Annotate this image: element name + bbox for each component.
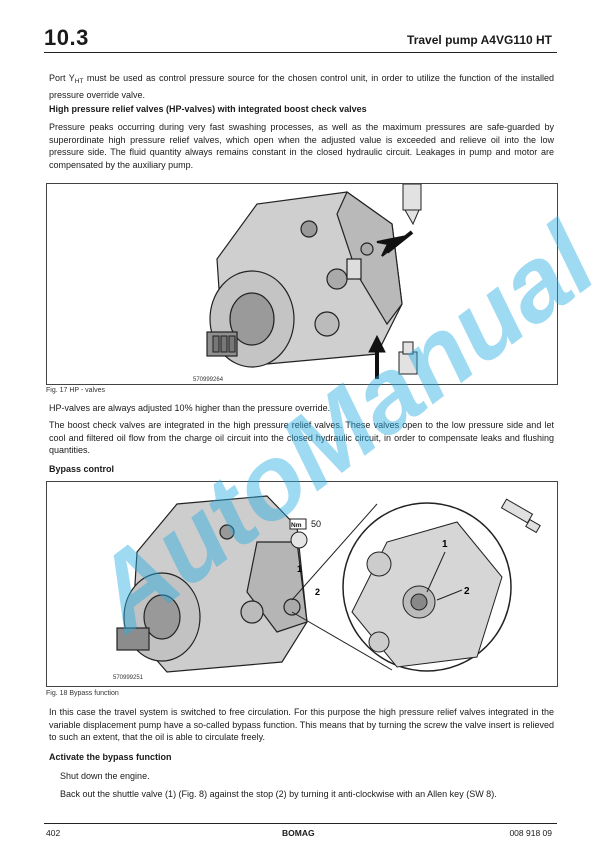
section-number: 10.3 [44,25,89,50]
detail-label-1: 1 [442,539,448,550]
pump-label-2: 2 [315,587,320,597]
footer-rule [44,823,557,824]
hp-note-2: The boost check valves are integrated in… [49,420,554,456]
figure-18-code: 570999251 [113,675,144,681]
header-rule [44,52,557,53]
hp-valves-heading: High pressure relief valves (HP-valves) … [49,104,367,114]
page-number: 402 [46,828,61,838]
activate-bypass-heading: Activate the bypass function [49,752,172,762]
torque-unit: Nm [291,522,302,529]
bypass-paragraph: In this case the travel system is switch… [49,707,554,743]
hp-note-1: HP-valves are always adjusted 10% higher… [49,403,331,413]
detail-label-2: 2 [464,586,470,597]
step-1: Shut down the engine. [60,771,150,781]
footer-brand: BOMAG [282,828,315,838]
step-2: Back out the shuttle valve (1) (Fig. 8) … [60,789,497,799]
page-title: Travel pump A4VG110 HT [407,33,552,47]
intro-paragraph: Port YHT must be used as control pressur… [49,73,554,100]
torque-value: 50 [311,519,321,529]
pump-label-1: 1 [297,564,302,574]
figure-18-bypass: Nm 50 1 2 1 2 570999251 [46,481,558,687]
bypass-heading: Bypass control [49,464,115,474]
figure-17-hp-valves: 570999264 [46,183,558,385]
pump-illustration-bypass: Nm 50 1 2 1 2 570999251 [113,495,541,681]
figure-17-caption: Fig. 17 HP - valves [46,387,106,394]
pump-illustration-hp: 570999264 [193,184,422,383]
figure-18-caption: Fig. 18 Bypass function [46,690,119,697]
document-number: 008 918 09 [509,828,552,838]
hp-valves-paragraph: Pressure peaks occurring during very fas… [49,122,554,170]
figure-17-code: 570999264 [193,377,224,383]
